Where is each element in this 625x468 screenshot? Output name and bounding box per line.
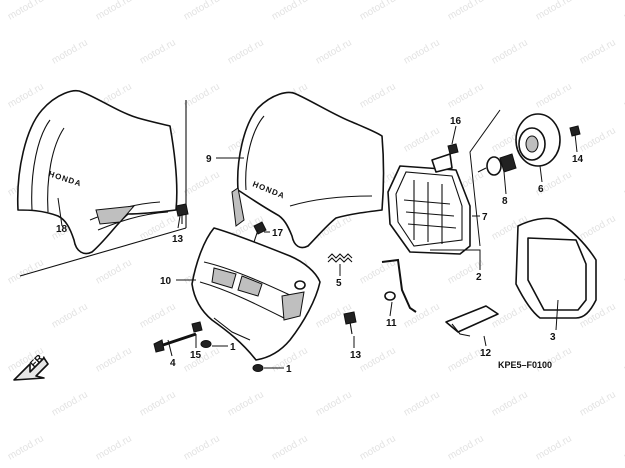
watermark-text: motod.ru <box>6 257 46 286</box>
watermark-text: motod.ru <box>446 433 486 462</box>
watermark-text: motod.ru <box>182 345 222 374</box>
watermark-text: motod.ru <box>358 345 398 374</box>
callout-9: 9 <box>206 154 212 165</box>
washer-part-1-lower <box>252 364 264 372</box>
watermark-text: motod.ru <box>94 433 134 462</box>
stay-part-12 <box>445 305 499 337</box>
callout-7: 7 <box>482 212 488 223</box>
watermark-text: motod.ru <box>402 37 442 66</box>
watermark-text: motod.ru <box>490 389 530 418</box>
watermark-text: motod.ru <box>50 37 90 66</box>
watermark-text: motod.ru <box>6 433 46 462</box>
callout-13-upper: 13 <box>172 234 184 245</box>
watermark-text: motod.ru <box>490 301 530 330</box>
callout-17: 17 <box>272 228 284 239</box>
callout-10: 10 <box>160 276 172 287</box>
watermark-text: motod.ru <box>534 0 574 23</box>
watermark-text: motod.ru <box>578 213 618 242</box>
watermark-text: motod.ru <box>270 0 310 23</box>
callout-15: 15 <box>190 350 202 361</box>
callout-11: 11 <box>386 318 397 329</box>
watermark-text: motod.ru <box>314 389 354 418</box>
watermark-text: motod.ru <box>578 125 618 154</box>
nut-part-15 <box>191 321 203 333</box>
watermark-text: motod.ru <box>490 37 530 66</box>
headlight-visor-part-18: HONDA <box>16 90 178 255</box>
bracket-part-11 <box>381 258 417 313</box>
callout-1-upper: 1 <box>230 342 236 353</box>
watermark-text: motod.ru <box>534 81 574 110</box>
watermark-text: motod.ru <box>402 389 442 418</box>
callout-14: 14 <box>572 154 584 165</box>
watermark-text: motod.ru <box>138 301 178 330</box>
watermark-text: motod.ru <box>578 389 618 418</box>
watermark-text: motod.ru <box>138 389 178 418</box>
callout-12: 12 <box>480 348 492 359</box>
upper-cowl-part-9: HONDA <box>231 91 385 249</box>
watermark-text: motod.ru <box>270 433 310 462</box>
watermark-text: motod.ru <box>402 125 442 154</box>
callout-3: 3 <box>550 332 556 343</box>
lower-cover-part-10 <box>191 227 321 361</box>
watermark-text: motod.ru <box>50 389 90 418</box>
watermark-text: motod.ru <box>94 0 134 23</box>
watermark-text: motod.ru <box>6 0 46 23</box>
grommet-part-14 <box>569 125 581 137</box>
watermark-text: motod.ru <box>226 37 266 66</box>
watermark-text: motod.ru <box>358 81 398 110</box>
headlight-unit-part-7 <box>387 153 471 255</box>
watermark-text: motod.ru <box>446 81 486 110</box>
callout-4: 4 <box>170 358 176 369</box>
watermark-text: motod.ru <box>182 433 222 462</box>
watermark-text: motod.ru <box>138 37 178 66</box>
watermark-text: motod.ru <box>94 257 134 286</box>
callout-13-lower: 13 <box>350 350 362 361</box>
bolt-part-13-upper <box>175 203 189 224</box>
bolt-part-13-lower <box>343 311 357 335</box>
rubber-frame-part-3 <box>515 217 597 319</box>
callout-2: 2 <box>476 272 482 283</box>
callout-numbers: 18 9 13 17 10 5 13 4 15 1 1 11 12 16 7 8… <box>56 116 584 375</box>
watermark-text: motod.ru <box>50 301 90 330</box>
callout-16: 16 <box>450 116 462 127</box>
watermark-text: motod.ru <box>358 0 398 23</box>
nut-part-16 <box>447 143 459 155</box>
watermark-text: motod.ru <box>6 81 46 110</box>
watermark-text: motod.ru <box>182 0 222 23</box>
callout-8: 8 <box>502 196 508 207</box>
callout-5: 5 <box>336 278 342 289</box>
bulb-part-8 <box>477 153 517 176</box>
bolt-part-4 <box>153 332 197 353</box>
drawing-code: KPE5–F0100 <box>498 360 552 370</box>
leader-lines <box>57 109 578 369</box>
watermark-text: motod.ru <box>578 37 618 66</box>
watermark-text: motod.ru <box>182 169 222 198</box>
watermark-text: motod.ru <box>226 389 266 418</box>
watermark-text: motod.ru <box>358 433 398 462</box>
callout-1-lower: 1 <box>286 364 292 375</box>
watermark-text: motod.ru <box>182 81 222 110</box>
watermark-text: motod.ru <box>94 345 134 374</box>
watermark-text: motod.ru <box>534 433 574 462</box>
socket-cover-part-6 <box>515 113 561 167</box>
callout-6: 6 <box>538 184 544 195</box>
washer-part-1-upper <box>200 340 212 348</box>
watermark-text: motod.ru <box>446 0 486 23</box>
watermark-text: motod.ru <box>622 0 625 23</box>
callout-18: 18 <box>56 224 68 235</box>
screw-part-17 <box>253 221 267 243</box>
watermark-text: motod.ru <box>314 37 354 66</box>
spring-part-5 <box>327 253 353 263</box>
